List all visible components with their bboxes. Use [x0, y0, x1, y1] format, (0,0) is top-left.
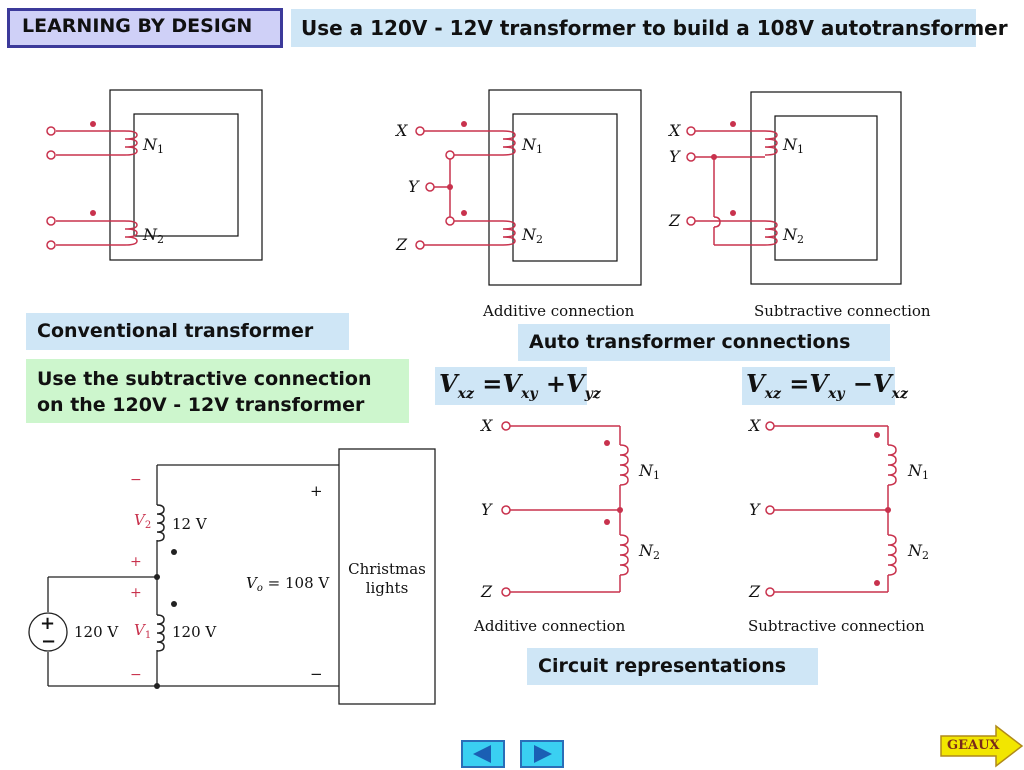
v2-plus-sign: + [130, 554, 142, 570]
previous-slide-button[interactable] [461, 740, 505, 768]
arrow-right-icon [940, 724, 1024, 768]
slide-title: Use a 120V - 12V transformer to build a … [291, 9, 1008, 47]
additive-core-inner [512, 113, 618, 262]
additive-y-label: Y [408, 177, 420, 196]
left-triangle-icon [473, 745, 491, 763]
v1-minus-sign: − [130, 667, 142, 683]
circuit-sub-n1-label: N1 [907, 461, 929, 482]
conventional-core-outer [109, 89, 263, 261]
v1-plus-sign: + [130, 585, 142, 601]
subtractive-connection-caption-top: Subtractive connection [754, 302, 931, 320]
badge-text: LEARNING BY DESIGN [22, 15, 253, 37]
subtractive-n2-label: N2 [782, 225, 804, 246]
v2-value: 12 V [172, 515, 208, 533]
additive-circuit-representation [501, 421, 629, 597]
conventional-core-inner [133, 113, 239, 237]
subtractive-z-label: Z [668, 211, 681, 230]
circuit-representations-label: Circuit representations [527, 648, 818, 685]
source-minus-sign: − [41, 631, 56, 652]
v2-label: V2 [134, 511, 151, 531]
title-text: Use a 120V - 12V transformer to build a … [301, 16, 1008, 40]
subtractive-connection-note: Use the subtractive connection on the 12… [26, 359, 409, 423]
next-slide-button[interactable] [520, 740, 564, 768]
circuit-sub-x-label: X [747, 416, 761, 435]
subtractive-core-inner [774, 115, 878, 261]
additive-n1-label: N1 [521, 135, 543, 156]
note-line-1: Use the subtractive connection [37, 368, 372, 390]
load-label-line2: lights [366, 579, 409, 597]
vo-label: Vo = 108 V [246, 574, 330, 594]
additive-x-label: X [394, 121, 408, 140]
circ-text: Circuit representations [538, 655, 787, 677]
additive-z-label: Z [395, 235, 408, 254]
source-value: 120 V [74, 623, 119, 641]
auto-text: Auto transformer connections [529, 331, 851, 353]
circuit-add-x-label: X [479, 416, 493, 435]
conventional-transformer-drawing [46, 126, 138, 250]
circuit-sub-n2-label: N2 [907, 541, 929, 562]
additive-n2-label: N2 [521, 225, 543, 246]
subtractive-circuit-representation [765, 421, 897, 597]
conventional-text: Conventional transformer [37, 320, 314, 342]
v1-label: V1 [134, 621, 151, 641]
geaux-button[interactable]: GEAUX [940, 724, 1024, 768]
circuit-add-z-label: Z [480, 582, 493, 601]
additive-equation: Vxz =Vxy +Vyz [435, 367, 601, 405]
subtractive-y-label: Y [669, 147, 681, 166]
subtractive-connection-drawing [686, 126, 778, 246]
note-line-2: on the 120V - 12V transformer [37, 394, 365, 416]
load-minus-sign: − [310, 665, 323, 683]
circuit-sub-y-label: Y [749, 500, 761, 519]
subtractive-core-outer [750, 91, 902, 285]
subtractive-equation: Vxz =Vxy −Vxz [742, 367, 908, 405]
v1-value: 120 V [172, 623, 217, 641]
load-plus-sign: + [310, 482, 323, 500]
subtractive-connection-caption-bottom: Subtractive connection [748, 617, 925, 635]
learning-by-design-badge: LEARNING BY DESIGN [7, 8, 283, 48]
conventional-n1-label: N1 [142, 135, 164, 156]
conventional-n2-label: N2 [142, 225, 164, 246]
additive-connection-caption-bottom: Additive connection [473, 617, 626, 635]
conventional-transformer-label: Conventional transformer [26, 313, 349, 350]
auto-transformer-connections-label: Auto transformer connections [518, 324, 890, 361]
circuit-add-n2-label: N2 [638, 541, 660, 562]
geaux-label: GEAUX [947, 738, 1000, 753]
circuit-add-y-label: Y [481, 500, 493, 519]
v2-minus-sign: − [130, 472, 142, 488]
additive-connection-caption-top: Additive connection [482, 302, 635, 320]
load-label-line1: Christmas [348, 560, 426, 578]
additive-connection-drawing [415, 126, 516, 250]
additive-core-outer [488, 89, 642, 286]
subtractive-x-label: X [667, 121, 681, 140]
source-plus-sign: + [40, 613, 55, 634]
right-triangle-icon [534, 745, 552, 763]
circuit-add-n1-label: N1 [638, 461, 660, 482]
circuit-sub-z-label: Z [748, 582, 761, 601]
subtractive-n1-label: N1 [782, 135, 804, 156]
